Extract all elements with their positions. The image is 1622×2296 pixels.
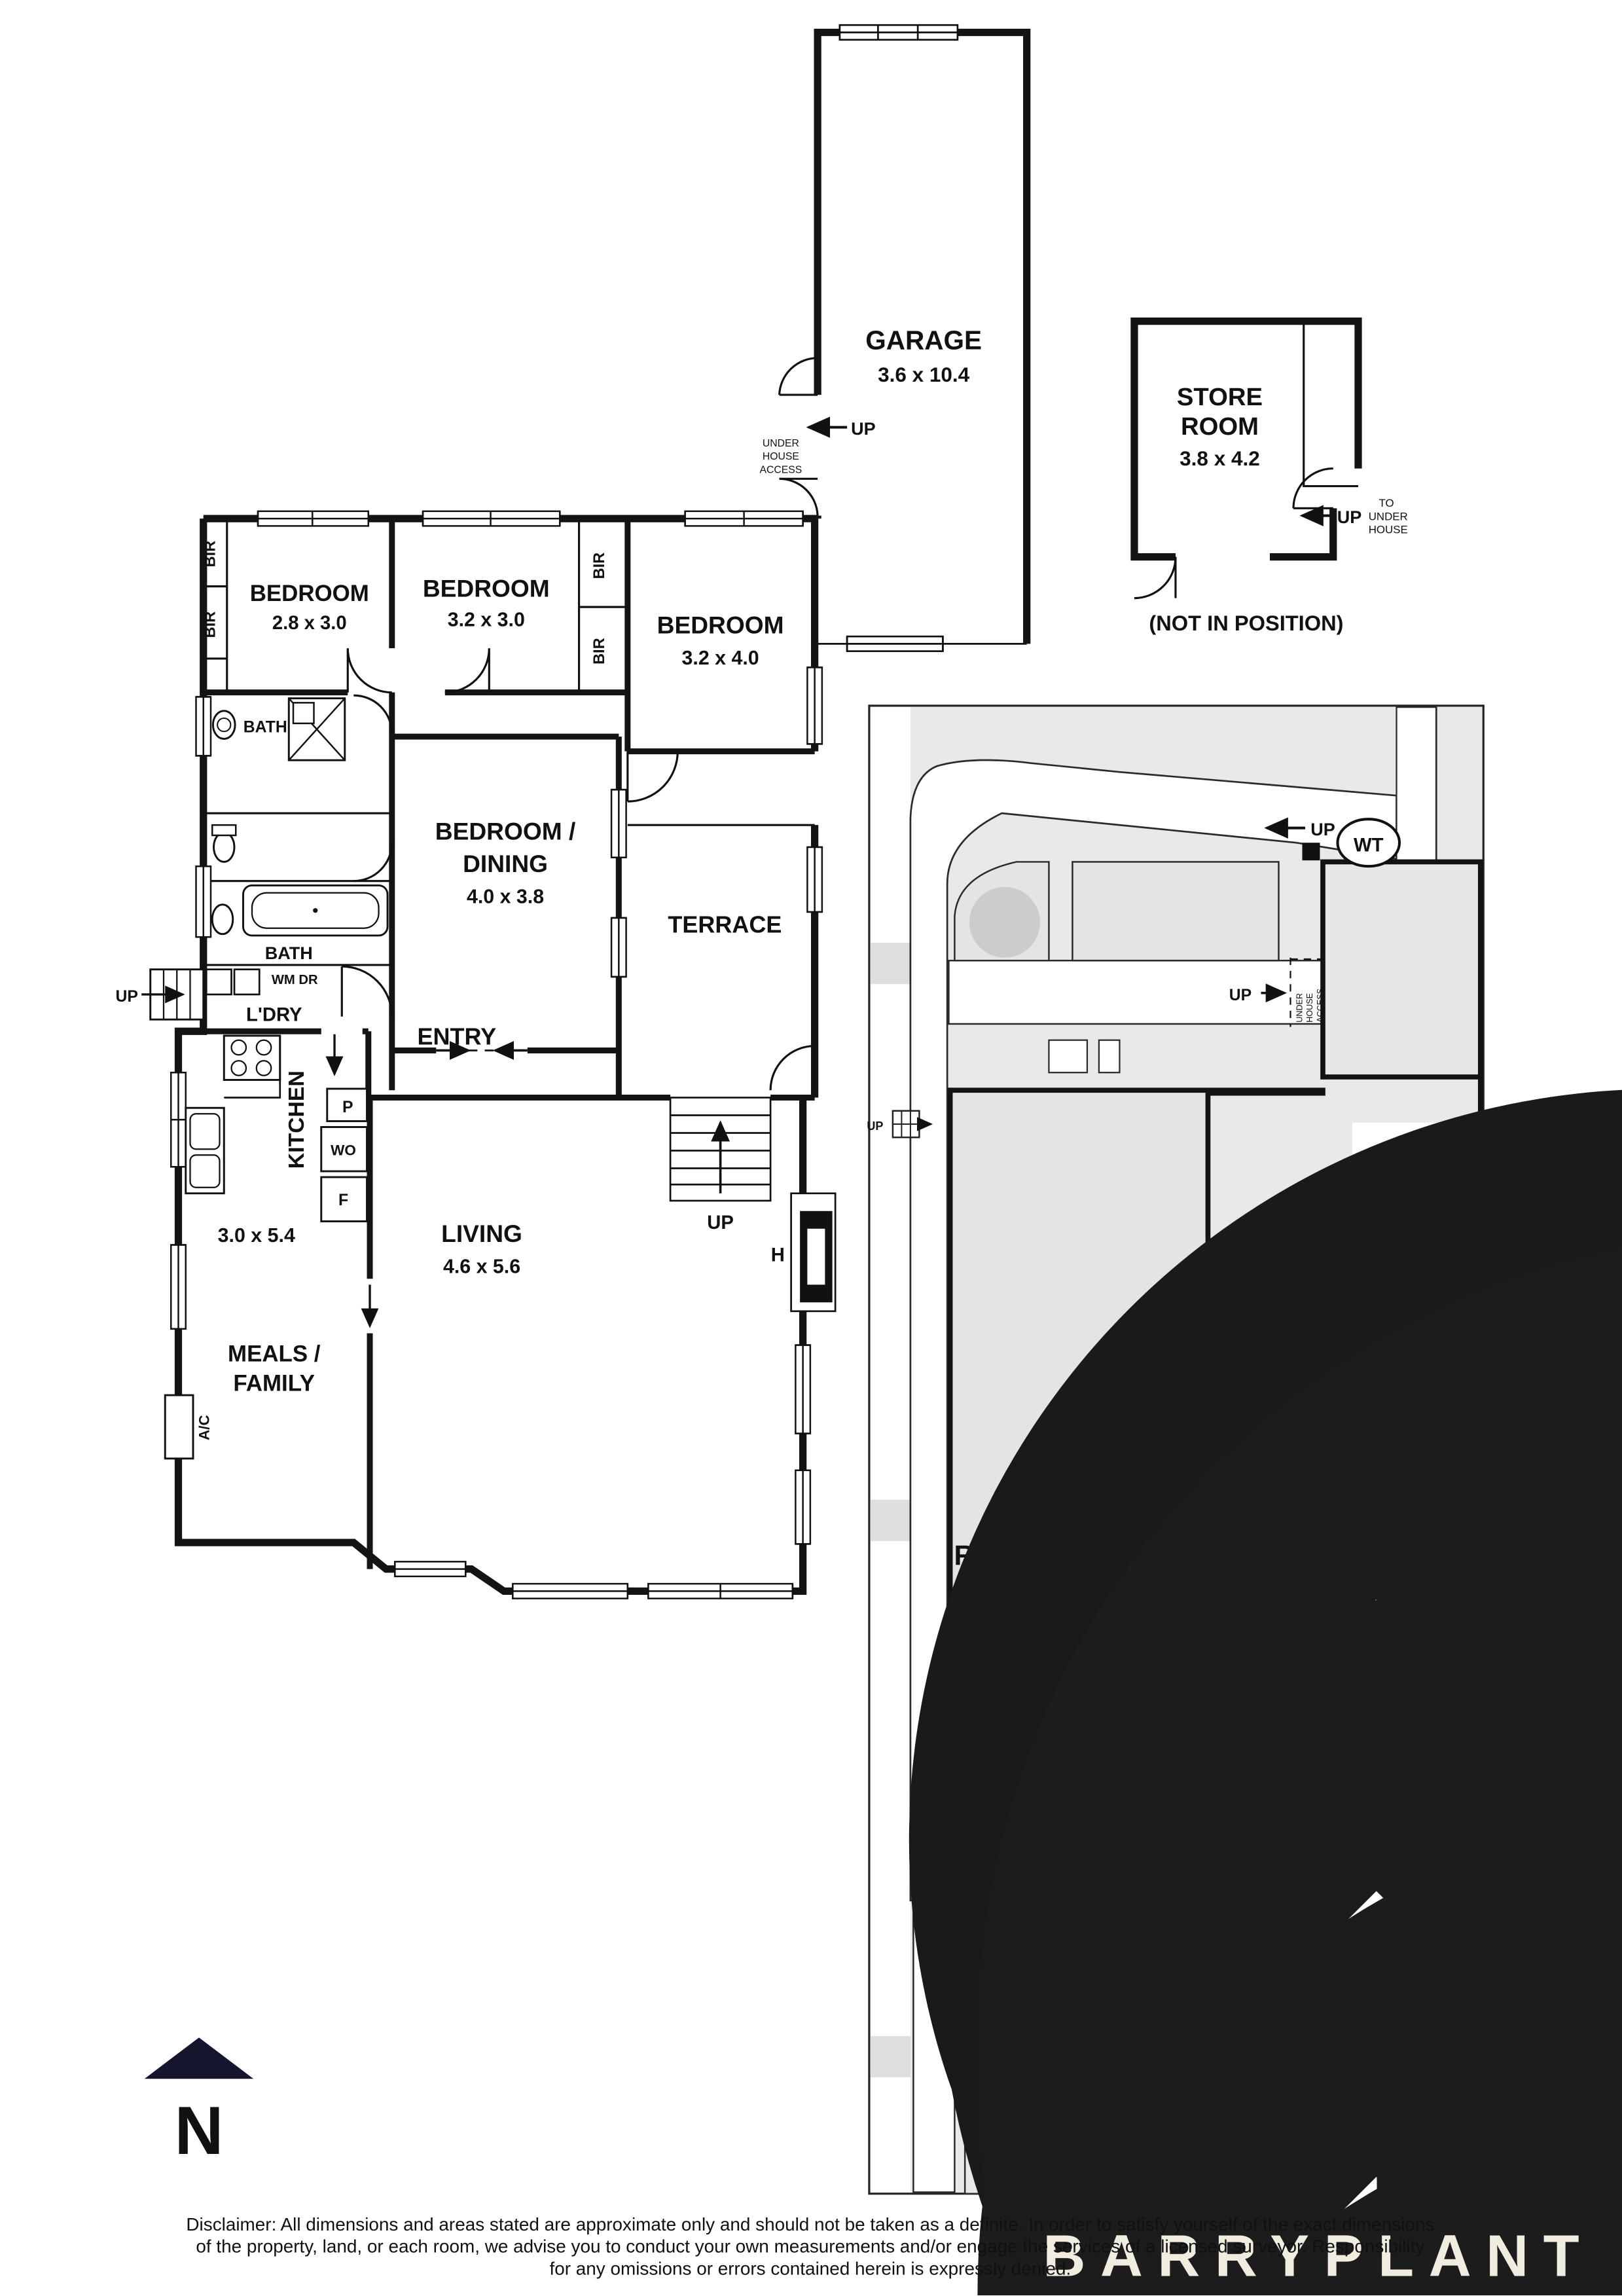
svg-text:UNDER: UNDER xyxy=(1295,993,1304,1023)
toilet xyxy=(211,903,234,936)
bedroom3-dims: 3.2 x 4.0 xyxy=(682,647,759,669)
footpath xyxy=(871,707,910,2193)
site-outbuilding xyxy=(1320,859,1483,1080)
site-up-left-label: UP xyxy=(867,1120,883,1133)
front-stairs-up-label: UP xyxy=(707,1212,734,1233)
water-tank-icon xyxy=(1336,818,1401,868)
garage-up-label: UP xyxy=(851,419,876,439)
kitchen-label: KITCHEN xyxy=(284,1070,309,1169)
site-under-house-access-label: UNDER HOUSE ACCESS xyxy=(1295,989,1325,1023)
wm-dr-label: WM DR xyxy=(272,973,318,987)
store-room-label-2: ROOM xyxy=(1181,412,1259,441)
bedroom2-label: BEDROOM xyxy=(423,574,550,602)
ac-label: A/C xyxy=(196,1415,213,1440)
windows xyxy=(170,510,823,1599)
north-arrow-icon xyxy=(144,2037,254,2079)
disclaimer-line-3: for any omissions or errors contained he… xyxy=(549,2258,1071,2278)
bedroom2-dims: 3.2 x 3.0 xyxy=(448,609,525,630)
driveway xyxy=(909,759,1397,1902)
store-room-label-1: STORE xyxy=(1177,383,1263,411)
site-up-top-label: UP xyxy=(1310,820,1335,839)
dryer xyxy=(233,968,261,996)
store-room-dims: 3.8 x 4.2 xyxy=(1180,446,1260,470)
wall-oven-label: WO xyxy=(331,1142,356,1158)
disclaimer-line-2: of the property, land, or each room, we … xyxy=(196,2236,1424,2257)
store-room: STORE ROOM 3.8 x 4.2 UP TO UNDER HOUSE (… xyxy=(1130,317,1408,635)
svg-text:HOUSE: HOUSE xyxy=(1305,993,1314,1023)
bedroom1-dims: 2.8 x 3.0 xyxy=(272,613,347,634)
garage: GARAGE 3.6 x 10.4 UP UNDER HOUSE ACCESS xyxy=(759,24,1031,652)
pantry-label: P xyxy=(342,1099,353,1116)
store-up-label: UP xyxy=(1337,507,1362,527)
hearth-label: H xyxy=(771,1245,785,1266)
fixtures: BATH BATH WM DR L'DRY UP KITCHEN P WO xyxy=(116,697,837,1460)
water-tank-label: WT xyxy=(1354,835,1384,856)
garage-label: GARAGE xyxy=(865,325,982,355)
site-up-mid-label: UP xyxy=(1229,987,1252,1004)
bir-label-2: BIR xyxy=(202,611,219,638)
svg-text:ACCESS: ACCESS xyxy=(759,464,802,475)
room-labels: BIR BIR BIR BIR BEDROOM 2.8 x 3.0 BEDROO… xyxy=(202,541,784,1396)
meals-label-2: FAMILY xyxy=(233,1370,315,1396)
site-plan: RESIDENCE TERRACE UP WT UP UP UNDER HOUS… xyxy=(867,704,1622,2295)
compass: N xyxy=(144,2037,254,2168)
living-label: LIVING xyxy=(441,1220,522,1247)
ac-unit xyxy=(164,1394,194,1460)
site-dn-label: DN xyxy=(918,1938,937,1952)
stairs-up-label: UP xyxy=(116,988,138,1006)
toilet xyxy=(213,831,236,863)
garage-under-house-access-label: UNDER HOUSE ACCESS xyxy=(759,438,802,476)
bir-label-4: BIR xyxy=(591,638,608,665)
watermark: BARRYPLANT xyxy=(1043,2224,1594,2289)
bir-label-1: BIR xyxy=(202,541,219,568)
bedroom-dining-dims: 4.0 x 3.8 xyxy=(467,886,544,907)
svg-text:ACCESS: ACCESS xyxy=(1316,989,1325,1023)
stove xyxy=(223,1034,281,1081)
bedroom-dining-label-2: DINING xyxy=(463,850,548,877)
bath1-label: BATH xyxy=(243,718,287,736)
entry-corridor xyxy=(1396,706,1437,863)
svg-text:HOUSE: HOUSE xyxy=(1369,524,1408,536)
bedroom1-label: BEDROOM xyxy=(250,581,369,606)
svg-text:UNDER: UNDER xyxy=(1369,510,1408,522)
bedroom3-label: BEDROOM xyxy=(657,611,784,639)
doors xyxy=(340,648,816,1091)
washing-machine xyxy=(205,968,232,996)
meals-label-1: MEALS / xyxy=(228,1341,321,1366)
svg-text:UNDER: UNDER xyxy=(763,438,799,449)
svg-text:TO: TO xyxy=(1379,497,1394,509)
laundry-label: L'DRY xyxy=(246,1004,302,1025)
bir-label-3: BIR xyxy=(591,553,608,579)
garage-dims: 3.6 x 10.4 xyxy=(878,363,970,386)
not-in-position-label: (NOT IN POSITION) xyxy=(1149,611,1343,635)
fridge-label: F xyxy=(338,1192,348,1209)
terrace-label: TERRACE xyxy=(668,911,782,938)
living-dims: 4.6 x 5.6 xyxy=(443,1256,520,1277)
store-to-under-house-label: TO UNDER HOUSE xyxy=(1369,497,1408,536)
entry-label: ENTRY xyxy=(417,1023,496,1049)
gate-post xyxy=(1302,843,1320,861)
bedroom-dining-label-1: BEDROOM / xyxy=(435,818,576,845)
disclaimer: Disclaimer: All dimensions and areas sta… xyxy=(186,2214,1434,2279)
bath2-label: BATH xyxy=(265,943,313,963)
north-label: N xyxy=(175,2092,224,2168)
garden-bed-b xyxy=(1072,861,1280,962)
meals-dims: 3.0 x 5.4 xyxy=(218,1225,295,1247)
basin xyxy=(211,710,236,740)
disclaimer-line-1: Disclaimer: All dimensions and areas sta… xyxy=(186,2214,1434,2234)
svg-text:HOUSE: HOUSE xyxy=(763,451,799,462)
